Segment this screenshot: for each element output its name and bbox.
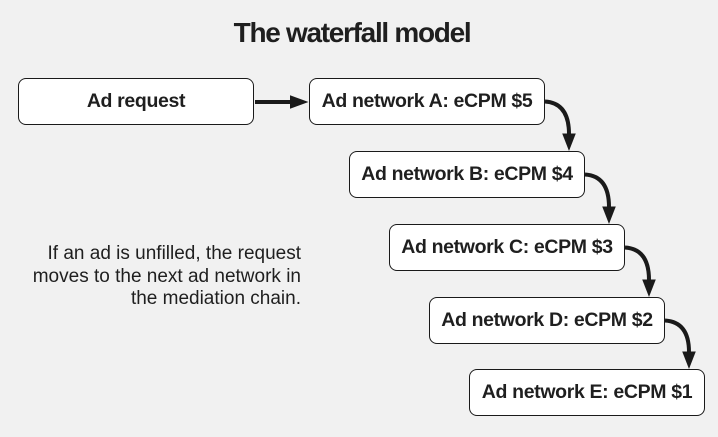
- node-ad-network-a: Ad network A: eCPM $5: [309, 78, 545, 125]
- arrow-a-to-b: [544, 99, 576, 151]
- node-ad-network-d: Ad network D: eCPM $2: [429, 297, 665, 344]
- arrow-b-to-c: [584, 172, 616, 224]
- node-label: Ad network D: eCPM $2: [441, 309, 653, 331]
- node-ad-network-e: Ad network E: eCPM $1: [469, 369, 705, 416]
- note-line: moves to the next ad network in: [32, 265, 301, 287]
- arrow-d-to-e: [664, 318, 696, 369]
- diagram-title: The waterfall model: [233, 17, 472, 48]
- node-ad-network-b: Ad network B: eCPM $4: [349, 151, 585, 198]
- node-label: Ad request: [86, 90, 186, 112]
- arrow-request-to-a: [255, 95, 309, 109]
- node-label: Ad network E: eCPM $1: [481, 381, 693, 403]
- node-ad-request: Ad request: [18, 78, 254, 125]
- note-line: If an ad is unfilled, the request: [47, 243, 302, 264]
- arrow-c-to-d: [624, 245, 656, 297]
- node-ad-network-c: Ad network C: eCPM $3: [389, 224, 625, 271]
- note-line: the mediation chain.: [130, 288, 301, 310]
- note-text: If an ad is unfilled, the request moves …: [0, 243, 301, 311]
- node-label: Ad network C: eCPM $3: [401, 236, 613, 258]
- node-label: Ad network B: eCPM $4: [361, 163, 573, 185]
- node-label: Ad network A: eCPM $5: [321, 90, 533, 112]
